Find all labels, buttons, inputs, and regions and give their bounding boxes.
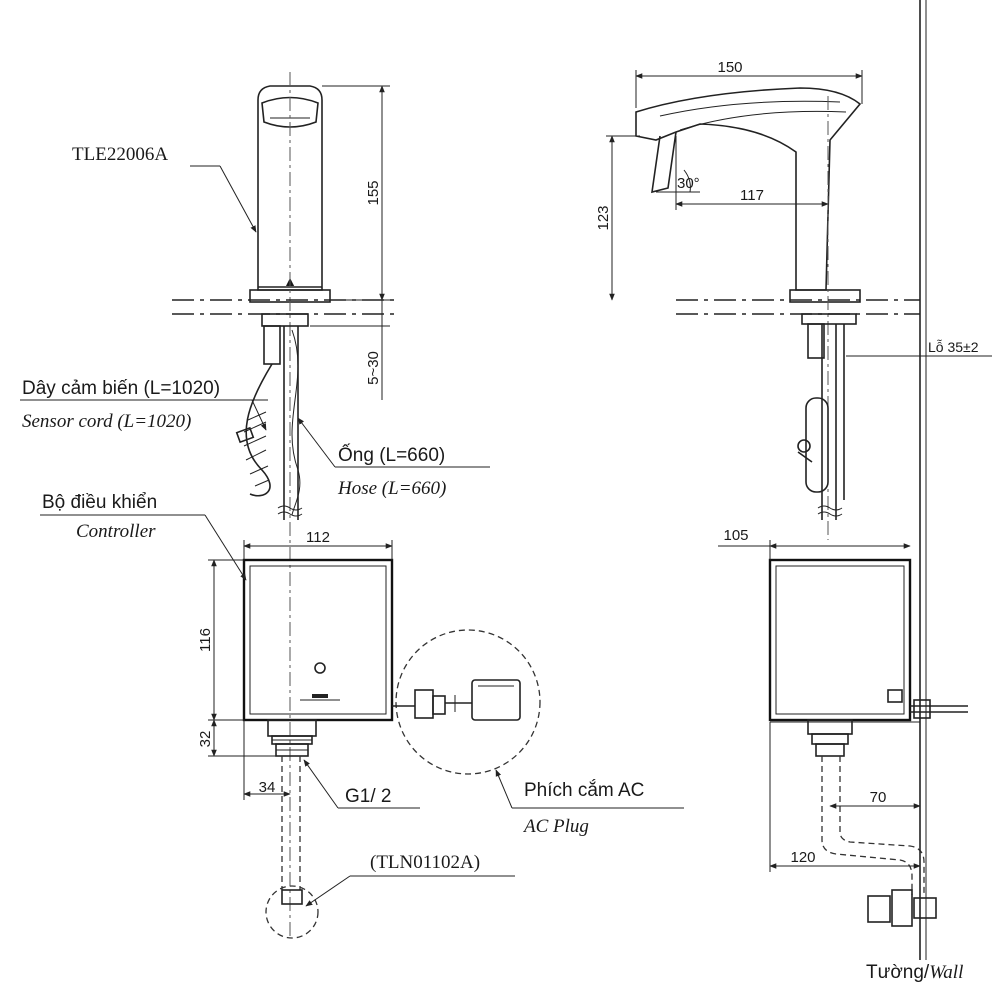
dim-116: 116: [197, 559, 244, 721]
outlet-fitting-front: [267, 719, 317, 757]
dim-offset-label: 34: [259, 779, 276, 796]
dim-ctrl-depth-label: 105: [723, 527, 748, 544]
sensor-cord-label-vi: Dây cảm biến (L=1020): [22, 378, 220, 399]
faucet-body-side: [635, 87, 862, 303]
break-mark-side-2: [817, 511, 843, 517]
stop-valve-circle: [265, 885, 319, 939]
leader-thread: [303, 759, 339, 809]
leader-valve: [305, 875, 351, 907]
faucet-body-front: ▲: [249, 85, 331, 303]
break-mark-front-top: [277, 505, 303, 511]
angle-label: 30°: [677, 175, 700, 192]
dim-34: 34: [243, 720, 291, 800]
hole-label: Lỗ 35±2: [928, 339, 979, 355]
dim-spout-height-label: 123: [595, 205, 612, 230]
stop-valve-body: [281, 889, 303, 905]
controller-box-front: [242, 558, 394, 722]
side-view: 150 123 117 30° Lỗ 35±2 105: [595, 0, 992, 983]
leader-model: [219, 165, 257, 233]
wall-label-vi: Tường/: [866, 962, 930, 983]
wall-label: Tường/Wall: [866, 962, 963, 983]
dim-width-label: 112: [306, 529, 330, 546]
ac-plug-icon: [392, 679, 521, 721]
thread-label: G1/ 2: [345, 786, 391, 807]
ac-plug-label-vi: Phích cắm AC: [524, 779, 644, 801]
hose-label-vi: Ống (L=660): [338, 444, 445, 466]
dim-length-label: 150: [717, 59, 742, 76]
hose-line: [291, 329, 301, 516]
leader-controller: [204, 514, 247, 581]
sensor-cord-label-en: Sensor cord (L=1020): [22, 411, 191, 432]
break-mark-front-bottom: [277, 511, 303, 517]
leader-sensor: [251, 399, 267, 431]
break-mark-side: [817, 505, 843, 511]
sensor-cord: [235, 363, 273, 497]
faucet-model-label: TLE22006A: [72, 144, 168, 165]
dim-155: 155: [322, 85, 390, 301]
dim-150: 150: [635, 59, 863, 108]
dim-reach-label: 117: [740, 187, 764, 204]
hose-label-en: Hose (L=660): [337, 478, 446, 499]
side-shank: [797, 313, 857, 520]
dim-32: 32: [197, 719, 276, 757]
dim-117: 117: [675, 136, 829, 210]
dim-mount-label: 5~30: [365, 351, 382, 385]
leader-hose: [297, 417, 336, 468]
leader-acplug: [495, 769, 513, 809]
controller-label-en: Controller: [76, 521, 156, 542]
wall-label-en: Wall: [929, 962, 963, 983]
dim-112: 112: [243, 529, 393, 560]
ac-plug-detail-circle: [395, 629, 541, 775]
dim-wall-distance-label: 120: [790, 849, 815, 866]
controller-label-vi: Bộ điều khiển: [42, 492, 157, 513]
dim-fitting-height-label: 32: [197, 731, 214, 748]
outlet-fitting-side: [807, 719, 853, 757]
dim-70: 70: [829, 789, 921, 809]
valve-model-label: (TLN01102A): [370, 852, 480, 873]
front-view: ▲: [20, 72, 684, 940]
controller-box-side: [768, 558, 968, 722]
angle-arc: [683, 169, 691, 193]
dim-ctrl-height-label: 116: [197, 628, 214, 652]
ac-plug-label-en: AC Plug: [522, 816, 589, 837]
dim-120: 120: [769, 722, 921, 872]
wall-valve: [867, 889, 937, 927]
dim-5-30: 5~30: [310, 300, 390, 400]
dim-123: 123: [595, 135, 640, 301]
dim-pipe-offset-label: 70: [870, 789, 887, 806]
dim-height-label: 155: [365, 180, 382, 205]
dim-105: 105: [718, 527, 911, 560]
